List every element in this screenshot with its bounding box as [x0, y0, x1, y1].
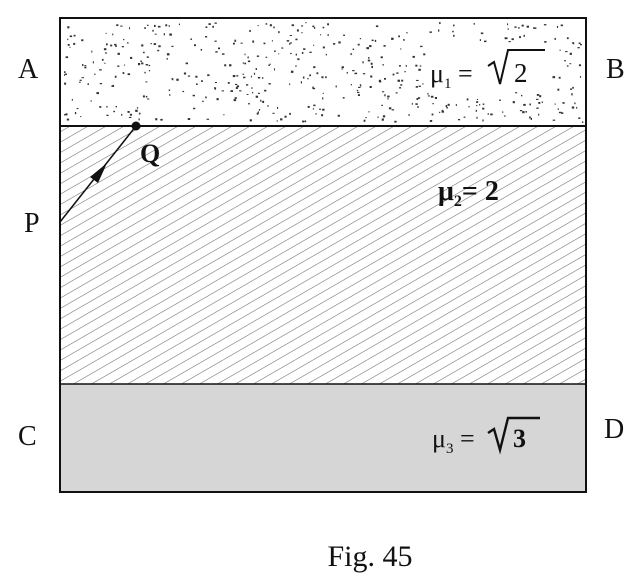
label-d: D [604, 414, 624, 445]
svg-text:μ1 =: μ1 = [430, 59, 473, 92]
refractive-index-3: μ3 = 3 [432, 416, 540, 457]
point-q-dot [131, 121, 141, 131]
label-c: C [18, 421, 37, 452]
medium-2-layer [60, 126, 586, 384]
svg-text:3: 3 [513, 424, 526, 453]
label-p: P [24, 208, 40, 239]
ray-arrowhead [90, 163, 107, 183]
svg-text:μ2= 2: μ2= 2 [438, 176, 499, 210]
label-a: A [18, 54, 39, 85]
medium-1-dot-texture [64, 22, 584, 123]
refractive-index-1: μ1 = 2 [430, 49, 545, 92]
medium-3-layer [60, 384, 586, 492]
label-b: B [606, 54, 625, 85]
refractive-index-2: μ2= 2 [438, 176, 499, 210]
svg-text:2: 2 [514, 58, 528, 88]
svg-text:μ3 =: μ3 = [432, 424, 475, 457]
label-q: Q [140, 139, 160, 168]
outer-frame [59, 17, 587, 493]
medium-1-layer [60, 18, 586, 126]
figure-caption: Fig. 45 [327, 540, 412, 573]
